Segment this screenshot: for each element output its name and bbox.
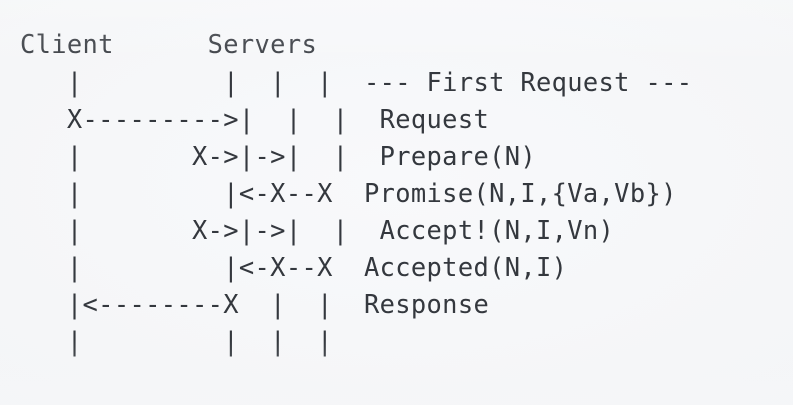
diagram-row-promise: | |<-X--X Promise(N,I,{Va,Vb}) bbox=[20, 178, 677, 208]
diagram-header-row: Client Servers bbox=[20, 29, 318, 59]
diagram-row-accepted: | |<-X--X Accepted(N,I) bbox=[20, 252, 568, 282]
diagram-row-prepare: | X->|->| | Prepare(N) bbox=[20, 141, 537, 171]
diagram-row-response: |<--------X | | Response bbox=[20, 289, 490, 319]
diagram-row-accept: | X->|->| | Accept!(N,I,Vn) bbox=[20, 215, 615, 245]
diagram-row-request: X--------->| | | Request bbox=[20, 104, 490, 134]
diagram-row-lifelines-top: | | | | --- First Request --- bbox=[20, 67, 693, 97]
diagram-row-lifelines-bottom: | | | | bbox=[20, 326, 349, 356]
